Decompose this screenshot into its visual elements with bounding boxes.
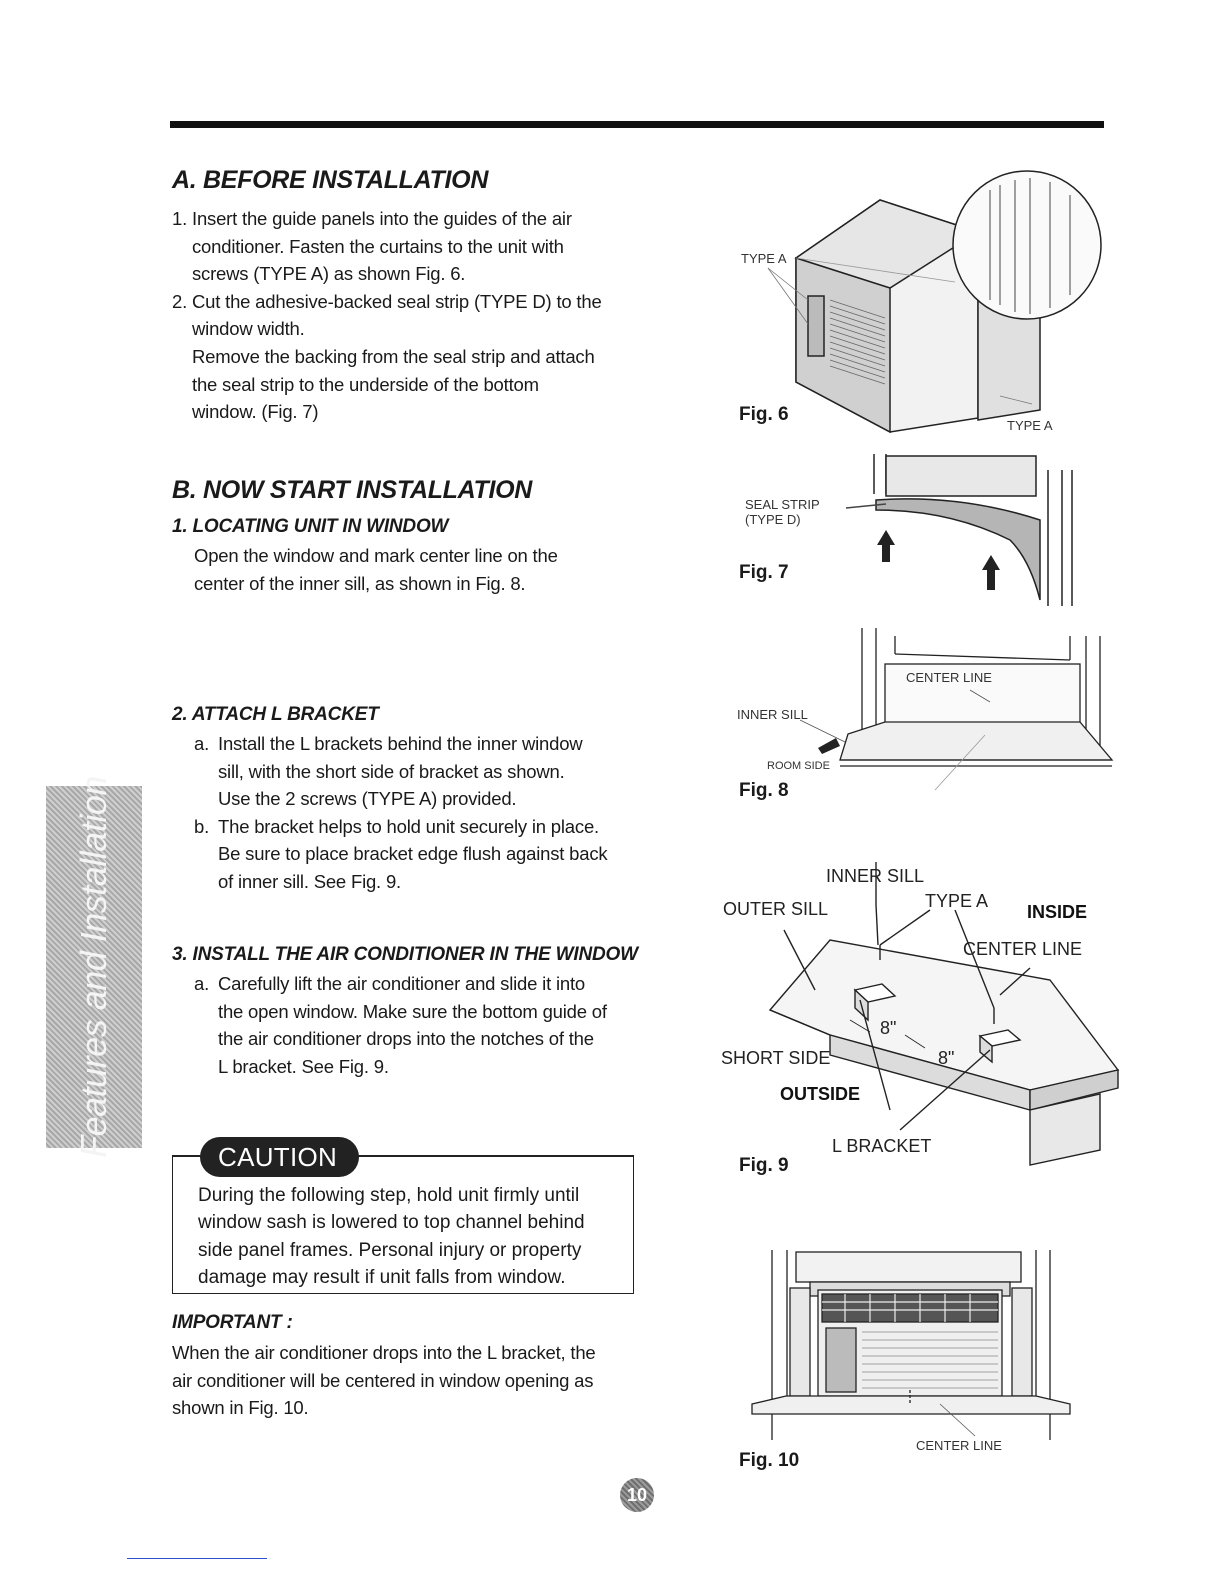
footer-link-underline[interactable]	[127, 1558, 267, 1559]
item-number: 1.	[172, 208, 188, 229]
step-2-item-a: a. Install the L brackets behind the inn…	[194, 730, 644, 813]
step-1-text: Open the window and mark center line on …	[194, 542, 644, 597]
text-line: the seal strip to the underside of the b…	[192, 373, 539, 395]
fig6-type-a-label-2: TYPE A	[1007, 418, 1053, 433]
section-a-item-2: 2. Cut the adhesive-backed seal strip (T…	[172, 288, 642, 426]
fig9-l-bracket-label: L BRACKET	[832, 1136, 932, 1156]
text-line: During the following step, hold unit fir…	[198, 1185, 580, 1206]
section-a-list: 1. Insert the guide panels into the guid…	[172, 205, 642, 426]
text-line: window sash is lowered to top channel be…	[198, 1212, 585, 1234]
section-a-title: A. BEFORE INSTALLATION	[172, 166, 489, 194]
step-3-title: 3. INSTALL THE AIR CONDITIONER IN THE WI…	[172, 944, 638, 965]
fig9-dimension-1: 8"	[880, 1018, 897, 1038]
section-b-title: B. NOW START INSTALLATION	[172, 476, 533, 504]
text-line: window. (Fig. 7)	[192, 401, 319, 423]
text-line: Carefully lift the air conditioner and s…	[218, 973, 585, 994]
text-line: shown in Fig. 10.	[172, 1397, 309, 1419]
fig7-type-d-label: (TYPE D)	[745, 512, 801, 527]
fig10-label: Fig. 10	[739, 1450, 800, 1471]
fig9-short-side-label: SHORT SIDE	[721, 1048, 831, 1068]
text-line: center of the inner sill, as shown in Fi…	[194, 572, 526, 594]
item-letter: a.	[194, 733, 210, 754]
text-line: L bracket. See Fig. 9.	[218, 1055, 389, 1077]
fig7-seal-strip-label: SEAL STRIP	[745, 497, 820, 512]
text-line: Use the 2 screws (TYPE A) provided.	[218, 788, 517, 810]
text-line: damage may result if unit falls from win…	[198, 1267, 566, 1289]
fig9-center-line-label: CENTER LINE	[963, 939, 1083, 959]
step-3-item-a: a. Carefully lift the air conditioner an…	[194, 970, 644, 1080]
fig8-inner-sill-label: INNER SILL	[737, 707, 808, 722]
fig9-outside-label: OUTSIDE	[780, 1084, 861, 1104]
side-tab-label: Features and Installation	[73, 776, 114, 1158]
text-line: air conditioner will be centered in wind…	[172, 1369, 594, 1391]
important-text: When the air conditioner drops into the …	[172, 1339, 642, 1422]
text-line: Insert the guide panels into the guides …	[192, 208, 572, 229]
important-title: IMPORTANT :	[172, 1312, 293, 1333]
section-a-item-1: 1. Insert the guide panels into the guid…	[172, 205, 642, 288]
step-2-list: a. Install the L brackets behind the inn…	[194, 730, 644, 896]
text-line: side panel frames. Personal injury or pr…	[198, 1239, 582, 1261]
text-line: Cut the adhesive-backed seal strip (TYPE…	[192, 290, 602, 312]
fig8-center-line-label: CENTER LINE	[906, 670, 992, 685]
text-line: Install the L brackets behind the inner …	[218, 733, 583, 754]
fig6-type-a-label: TYPE A	[741, 251, 787, 266]
text-line: sill, with the short side of bracket as …	[218, 760, 565, 782]
item-letter: b.	[194, 815, 210, 837]
item-letter: a.	[194, 973, 210, 994]
fig8-label: Fig. 8	[739, 780, 789, 801]
fig10-center-line-label: CENTER LINE	[916, 1438, 1002, 1453]
item-number: 2.	[172, 290, 188, 312]
fig6-label: Fig. 6	[739, 404, 789, 425]
page-number-badge: 10	[620, 1478, 654, 1512]
caution-label: CAUTION	[200, 1137, 360, 1177]
text-line: the open window. Make sure the bottom gu…	[218, 1000, 607, 1022]
fig9-inner-sill-label: INNER SILL	[826, 866, 925, 886]
text-line: The bracket helps to hold unit securely …	[218, 815, 599, 837]
caution-text: During the following step, hold unit fir…	[198, 1182, 618, 1292]
step-3-list: a. Carefully lift the air conditioner an…	[194, 970, 644, 1080]
side-section-tab: Features and Installation	[46, 776, 142, 1158]
caution-top-rule	[172, 1155, 634, 1157]
fig9-type-a-label: TYPE A	[925, 891, 989, 911]
fig9-label: Fig. 9	[739, 1155, 789, 1176]
fig7-label: Fig. 7	[739, 562, 789, 583]
text-line: the air conditioner drops into the notch…	[218, 1028, 594, 1050]
text-line: Remove the backing from the seal strip a…	[192, 345, 595, 367]
text-line: When the air conditioner drops into the …	[172, 1342, 596, 1363]
text-line: of inner sill. See Fig. 9.	[218, 870, 401, 892]
text-line: Be sure to place bracket edge flush agai…	[218, 843, 608, 865]
fig9-dimension-2: 8"	[938, 1048, 955, 1068]
step-1-title: 1. LOCATING UNIT IN WINDOW	[172, 516, 449, 537]
fig8-room-side-label: ROOM SIDE	[767, 760, 830, 772]
text-line: window width.	[192, 318, 305, 340]
text-line: conditioner. Fasten the curtains to the …	[192, 235, 564, 257]
caution-box	[172, 1156, 634, 1294]
text-line: Open the window and mark center line on …	[194, 545, 558, 566]
step-2-item-b: b. The bracket helps to hold unit secure…	[194, 813, 644, 896]
header-rule	[170, 121, 1104, 128]
fig9-inside-label: INSIDE	[1027, 902, 1088, 922]
step-2-title: 2. ATTACH L BRACKET	[172, 704, 379, 725]
fig9-outer-sill-label: OUTER SILL	[723, 899, 829, 919]
text-line: screws (TYPE A) as shown Fig. 6.	[192, 263, 466, 285]
